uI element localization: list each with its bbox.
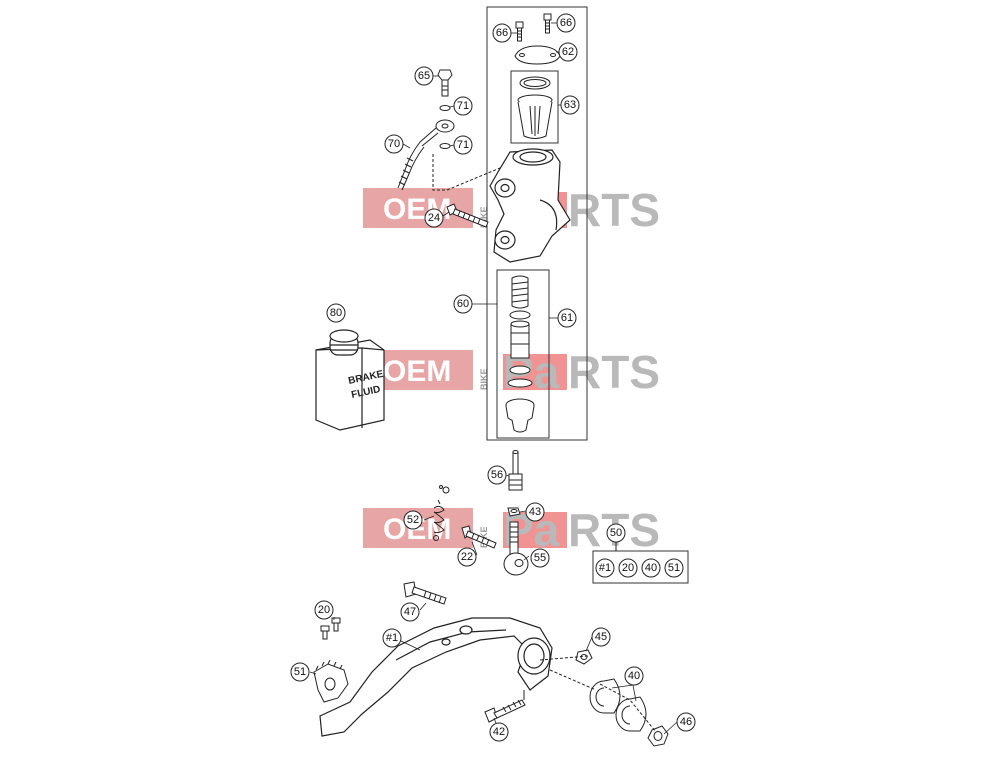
step-plate — [313, 659, 349, 703]
callout-70: 70 — [384, 134, 404, 154]
master-cylinder-body — [489, 148, 571, 263]
repair-kit-frame — [592, 550, 689, 584]
callout-22: 22 — [457, 547, 477, 567]
svg-text:46: 46 — [680, 716, 692, 728]
diaphragm-group-frame — [510, 70, 559, 144]
svg-text:43: 43 — [529, 506, 541, 518]
pedal-bolt-47 — [403, 581, 447, 605]
watermark-rts-text: RTS — [568, 346, 660, 398]
svg-text:51: 51 — [294, 666, 306, 678]
svg-text:20: 20 — [318, 604, 330, 616]
watermark-rts-text: RTS — [568, 184, 660, 236]
svg-text:66: 66 — [560, 17, 572, 29]
callout-56: 56 — [487, 465, 507, 485]
svg-text:#1: #1 — [386, 632, 398, 644]
bearing-outer — [589, 678, 621, 714]
hose-dashed-connection-2 — [446, 167, 501, 191]
washer-nut-45 — [575, 649, 593, 665]
push-rod — [503, 521, 529, 576]
pivot-bolt-22 — [461, 525, 497, 549]
callout-66-right: 66 — [556, 13, 576, 33]
svg-text:22: 22 — [461, 551, 473, 563]
svg-text:52: 52 — [407, 514, 419, 526]
svg-text:40: 40 — [645, 562, 657, 574]
pivot-bolt-42 — [484, 699, 526, 723]
callout-71-upper: 71 — [453, 96, 473, 116]
svg-text:51: 51 — [668, 562, 680, 574]
svg-text:42: 42 — [493, 726, 505, 738]
callout-45: 45 — [591, 627, 611, 647]
sealing-washer-lower — [439, 143, 451, 149]
collar-nut-46 — [647, 725, 669, 747]
svg-text:24: 24 — [428, 212, 440, 224]
svg-text:70: 70 — [388, 138, 400, 150]
watermark-middle: OEM BIKE Pa RTS — [363, 346, 660, 398]
svg-text:47: 47 — [404, 606, 416, 618]
piston-kit — [505, 275, 535, 433]
callout-65: 65 — [414, 66, 434, 86]
axis-dashed-line-2 — [549, 669, 597, 691]
callout-66-left: 66 — [492, 23, 512, 43]
cap-screws — [515, 13, 552, 42]
callout-63: 63 — [560, 95, 580, 115]
svg-text:#1: #1 — [599, 562, 611, 574]
watermark-bike-text: BIKE — [479, 206, 489, 228]
callout-80: 80 — [326, 303, 346, 323]
svg-text:71: 71 — [457, 139, 469, 151]
callout-40: 40 — [624, 666, 644, 686]
watermark-bike-text: BIKE — [479, 368, 489, 390]
svg-text:80: 80 — [330, 307, 342, 319]
svg-text:63: 63 — [564, 99, 576, 111]
reservoir-cap — [514, 45, 561, 65]
svg-text:55: 55 — [534, 552, 546, 564]
svg-text:71: 71 — [457, 100, 469, 112]
callout-52: 52 — [403, 510, 423, 530]
piston-group-frame — [496, 269, 550, 439]
banjo-bolt — [437, 69, 453, 97]
callout-55: 55 — [530, 548, 550, 568]
svg-text:20: 20 — [622, 562, 634, 574]
svg-text:66: 66 — [496, 27, 508, 39]
axis-dashed-line — [539, 655, 657, 733]
svg-text:56: 56 — [491, 469, 503, 481]
clevis-pin — [508, 450, 523, 491]
brake-pedal — [319, 617, 553, 737]
svg-text:60: 60 — [457, 298, 469, 310]
callout-1: #1 — [382, 628, 402, 648]
svg-text:50: 50 — [610, 527, 622, 539]
callout-50-part-20: 20 — [618, 558, 638, 578]
brake-fluid-bottle — [315, 329, 385, 431]
svg-text:62: 62 — [562, 46, 574, 58]
reservoir-diaphragm — [517, 76, 553, 139]
callout-46: 46 — [676, 712, 696, 732]
sealing-washer-upper — [439, 105, 451, 111]
callout-62: 62 — [558, 42, 578, 62]
callout-47: 47 — [400, 602, 420, 622]
svg-text:45: 45 — [595, 631, 607, 643]
callout-24: 24 — [424, 208, 444, 228]
watermark-oem-text: OEM — [383, 355, 451, 388]
return-spring — [433, 485, 450, 541]
callout-60: 60 — [453, 294, 473, 314]
callout-50-part-40: 40 — [641, 558, 661, 578]
callout-50-part-1: #1 — [595, 558, 615, 578]
lock-nut — [507, 507, 521, 517]
brake-hose — [397, 119, 455, 191]
svg-text:65: 65 — [418, 70, 430, 82]
callout-50-part-51: 51 — [664, 558, 684, 578]
callout-20: 20 — [314, 600, 334, 620]
callout-42: 42 — [489, 722, 509, 742]
callout-61: 61 — [557, 308, 577, 328]
hose-dashed-connection — [432, 154, 447, 191]
callout-50: 50 — [606, 523, 626, 543]
small-screws-20 — [320, 617, 341, 640]
callout-51: 51 — [290, 662, 310, 682]
callout-71-lower: 71 — [453, 135, 473, 155]
svg-text:61: 61 — [561, 312, 573, 324]
callout-43: 43 — [525, 502, 545, 522]
svg-text:40: 40 — [628, 670, 640, 682]
mounting-screw-24 — [446, 203, 489, 228]
